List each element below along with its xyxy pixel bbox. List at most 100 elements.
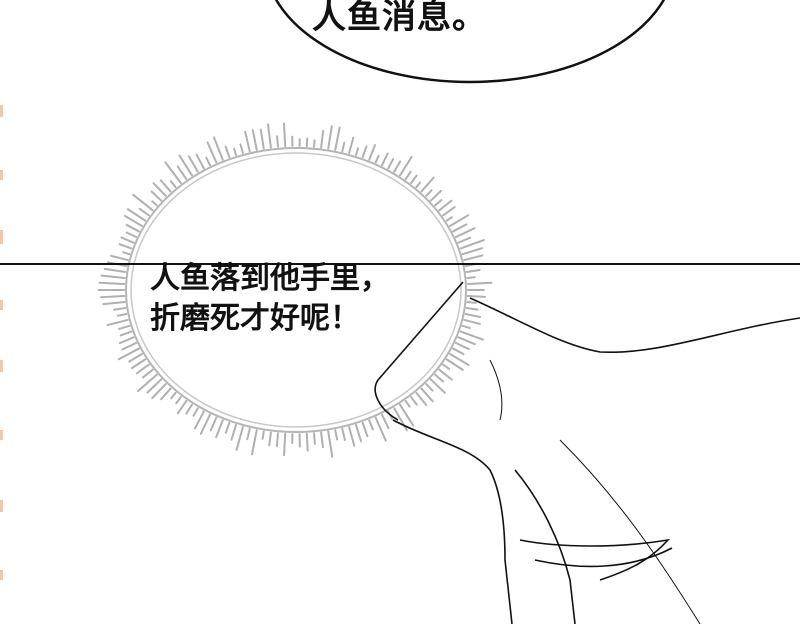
spike bbox=[341, 427, 346, 442]
spike bbox=[334, 429, 339, 441]
spike bbox=[185, 403, 194, 415]
spike bbox=[398, 155, 413, 177]
spike bbox=[125, 223, 140, 233]
spike bbox=[312, 432, 316, 445]
spike bbox=[454, 342, 470, 351]
spike bbox=[178, 154, 194, 177]
spike bbox=[159, 179, 172, 193]
spike bbox=[128, 353, 143, 363]
spike bbox=[152, 182, 167, 197]
spike bbox=[246, 427, 251, 441]
spike bbox=[361, 145, 368, 159]
spike bbox=[118, 243, 133, 250]
spike bbox=[461, 324, 471, 330]
spike bbox=[348, 425, 356, 447]
spike bbox=[125, 231, 138, 238]
spike bbox=[442, 206, 456, 217]
spike bbox=[442, 363, 451, 371]
spike bbox=[250, 429, 258, 456]
spike bbox=[449, 353, 470, 367]
spike bbox=[126, 208, 147, 222]
spike bbox=[429, 189, 443, 202]
spike bbox=[368, 419, 374, 431]
spike bbox=[117, 347, 140, 361]
spike bbox=[465, 307, 479, 311]
spike bbox=[268, 431, 272, 447]
spike bbox=[415, 181, 422, 189]
spike bbox=[230, 423, 238, 441]
spike bbox=[438, 368, 453, 381]
spike bbox=[120, 236, 135, 244]
spike bbox=[463, 254, 484, 262]
spike bbox=[106, 318, 129, 327]
top-bubble-text: 人鱼消息。 bbox=[312, 0, 487, 37]
spike bbox=[187, 155, 199, 173]
spike bbox=[465, 268, 481, 273]
spike bbox=[206, 141, 218, 164]
spike bbox=[151, 383, 167, 400]
spike bbox=[209, 416, 218, 432]
spike bbox=[170, 391, 177, 400]
spike bbox=[354, 147, 360, 157]
spike bbox=[354, 423, 363, 443]
spike bbox=[193, 410, 205, 430]
thought-bubble-line-2: 折磨死才好呢！ bbox=[150, 301, 360, 336]
spike bbox=[429, 378, 446, 394]
spike bbox=[381, 152, 389, 167]
spike bbox=[334, 126, 341, 151]
spike bbox=[464, 313, 482, 318]
spike bbox=[235, 425, 244, 451]
spike bbox=[312, 139, 316, 148]
spike bbox=[368, 144, 377, 161]
spike bbox=[415, 391, 428, 407]
spike bbox=[239, 143, 244, 155]
spike bbox=[141, 368, 154, 379]
top-speech-bubble bbox=[274, 0, 666, 84]
spike bbox=[132, 193, 154, 212]
spike bbox=[445, 358, 464, 371]
spike bbox=[130, 358, 147, 370]
spike bbox=[215, 419, 224, 439]
spike bbox=[119, 330, 133, 337]
left-edge-marks bbox=[0, 105, 3, 580]
spike bbox=[434, 198, 443, 207]
spike bbox=[459, 330, 484, 341]
spike bbox=[195, 153, 205, 170]
spike bbox=[275, 432, 280, 448]
spike bbox=[175, 396, 182, 405]
spike bbox=[361, 421, 369, 438]
spike bbox=[461, 247, 484, 256]
spike bbox=[267, 123, 272, 149]
spike bbox=[100, 295, 126, 299]
spike bbox=[122, 251, 131, 256]
spike bbox=[283, 432, 287, 457]
spike bbox=[404, 170, 412, 181]
spike bbox=[449, 214, 470, 227]
spike bbox=[244, 130, 251, 153]
spike bbox=[381, 413, 390, 430]
spike bbox=[374, 154, 380, 164]
spike bbox=[434, 373, 445, 383]
spike bbox=[454, 227, 476, 238]
spike bbox=[387, 158, 395, 170]
spike bbox=[103, 267, 127, 273]
spike bbox=[116, 313, 128, 317]
spike bbox=[176, 399, 188, 415]
spike bbox=[136, 373, 158, 393]
spike bbox=[410, 174, 418, 184]
spike bbox=[457, 236, 472, 244]
spike bbox=[466, 301, 477, 304]
face-outline bbox=[374, 281, 800, 624]
spike bbox=[150, 190, 163, 202]
spike bbox=[100, 274, 126, 279]
spike bbox=[160, 387, 172, 401]
spike bbox=[110, 254, 129, 262]
spike bbox=[420, 176, 435, 193]
spike bbox=[121, 342, 138, 351]
spike bbox=[398, 403, 415, 427]
spike bbox=[113, 307, 127, 311]
thought-bubble-ring-outer bbox=[125, 147, 467, 433]
spike bbox=[445, 216, 453, 222]
